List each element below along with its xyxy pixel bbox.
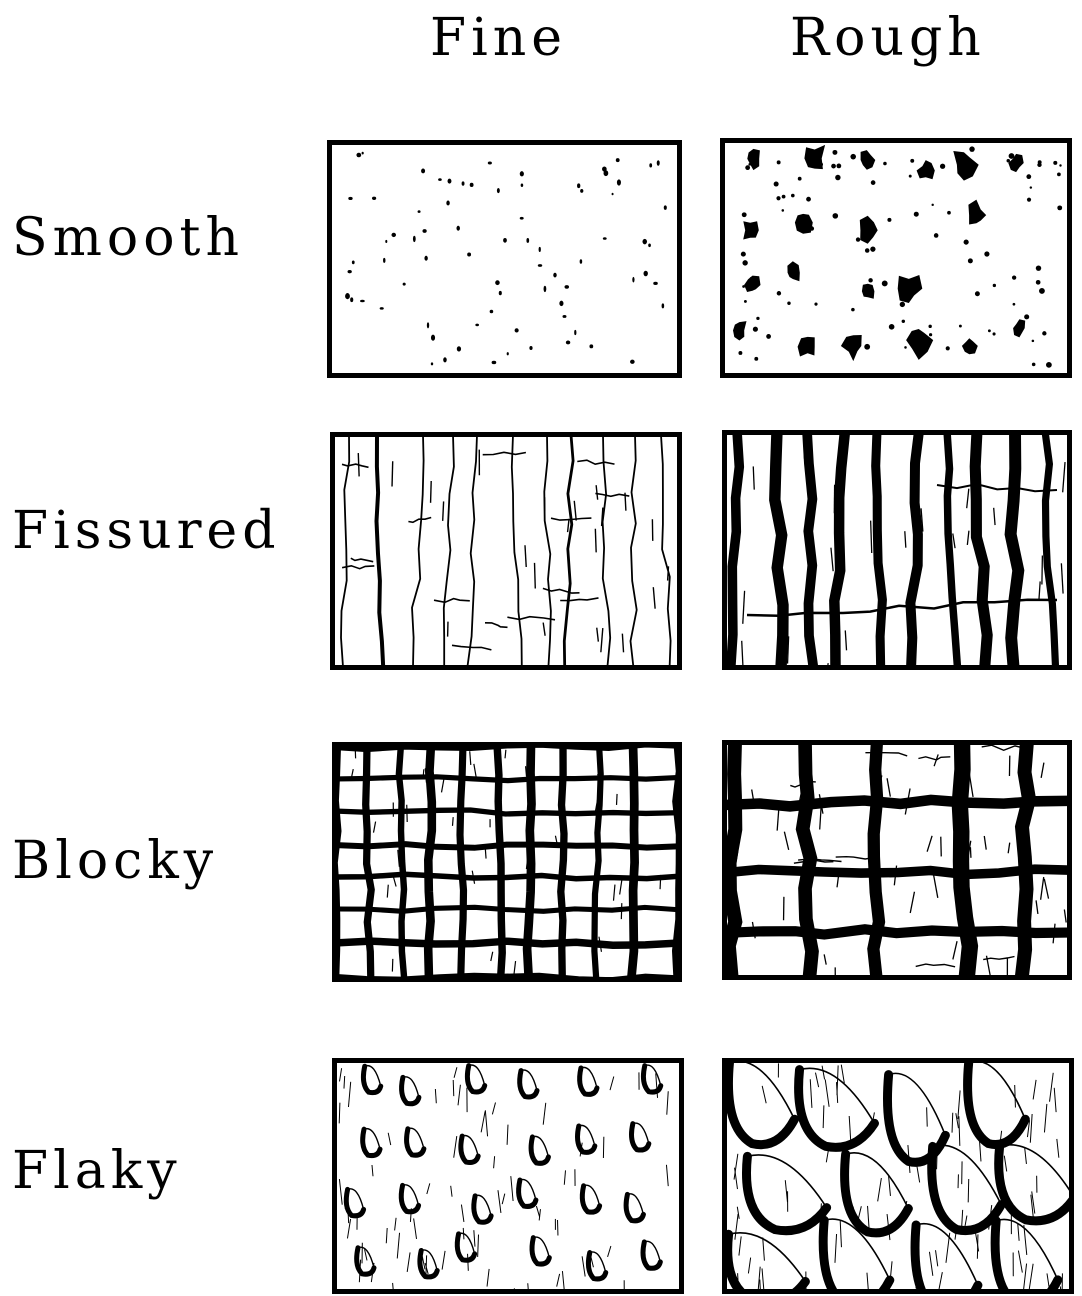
texture-small-flakes [337, 1063, 679, 1289]
row-label-flaky: Flaky [12, 1145, 182, 1197]
panel-blocky-rough [722, 740, 1072, 980]
texture-large-blocks [727, 745, 1067, 975]
row-label-fissured: Fissured [12, 505, 281, 557]
panel-blocky-fine [332, 742, 682, 982]
texture-large-flakes [727, 1063, 1069, 1289]
panel-smooth-fine [327, 140, 682, 378]
column-label-fine: Fine [430, 12, 567, 64]
panel-fissured-rough [722, 430, 1072, 670]
texture-small-blocks [337, 747, 677, 977]
row-label-blocky: Blocky [12, 835, 218, 887]
texture-blotches-and-dots [725, 143, 1067, 373]
texture-thin-vertical-cracks [335, 437, 677, 665]
panel-flaky-fine [332, 1058, 684, 1294]
row-label-smooth: Smooth [12, 212, 244, 264]
texture-thick-vertical-fissures [727, 435, 1067, 665]
panel-flaky-rough [722, 1058, 1074, 1294]
panel-smooth-rough [720, 138, 1072, 378]
column-label-rough: Rough [790, 12, 986, 64]
panel-fissured-fine [330, 432, 682, 670]
texture-sparse-dots [332, 145, 677, 373]
